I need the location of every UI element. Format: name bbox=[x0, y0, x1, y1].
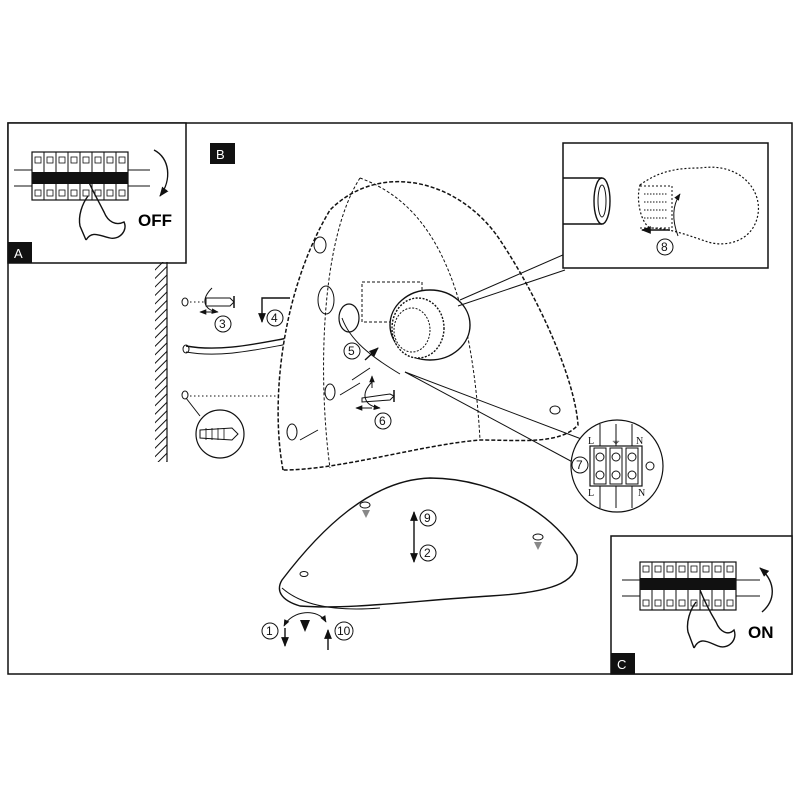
mains-cable bbox=[185, 337, 289, 349]
terminal-label-n-top: N bbox=[636, 436, 643, 447]
wall bbox=[155, 262, 168, 462]
step-9-marker: 9 bbox=[419, 509, 437, 527]
terminal-block-detail: L ⏚ N L N bbox=[570, 419, 664, 513]
screw-icon bbox=[181, 296, 235, 308]
hand-icon-c bbox=[686, 589, 736, 649]
curved-arrow-icon-c bbox=[759, 567, 773, 613]
outer-frame bbox=[7, 122, 793, 675]
svg-text:3: 3 bbox=[219, 317, 226, 331]
panel-b-letter: B bbox=[216, 147, 225, 162]
svg-text:2: 2 bbox=[424, 546, 431, 560]
step-1-marker: 1 bbox=[261, 622, 279, 640]
base-plate bbox=[278, 477, 578, 610]
terminal-label-n-bottom: N bbox=[638, 488, 645, 499]
terminal-label-l-top: L bbox=[588, 436, 594, 447]
step-5-marker: 5 bbox=[343, 342, 361, 360]
step-2-marker: 2 bbox=[419, 544, 437, 562]
panel-a-letter: A bbox=[14, 246, 23, 261]
hand-icon bbox=[78, 179, 126, 241]
step-6-marker: 6 bbox=[374, 412, 392, 430]
svg-text:9: 9 bbox=[424, 511, 431, 525]
svg-text:7: 7 bbox=[576, 458, 583, 472]
panel-c-tag bbox=[611, 653, 635, 674]
panel-b-tag bbox=[210, 143, 235, 164]
svg-text:6: 6 bbox=[379, 414, 386, 428]
svg-text:5: 5 bbox=[348, 344, 355, 358]
breaker-icon bbox=[14, 151, 150, 201]
bulb-icon bbox=[637, 166, 760, 245]
terminal-label-l-bottom: L bbox=[588, 488, 594, 499]
on-label: ON bbox=[748, 623, 774, 642]
wall-plug-icon bbox=[185, 397, 245, 459]
step-10-marker: 10 bbox=[334, 621, 354, 641]
off-label: OFF bbox=[138, 211, 172, 230]
panel-a-tag bbox=[8, 242, 32, 263]
svg-text:10: 10 bbox=[337, 624, 351, 638]
step-4-marker: 4 bbox=[266, 309, 284, 327]
step-3-marker: 3 bbox=[214, 315, 232, 333]
svg-text:1: 1 bbox=[266, 624, 273, 638]
lamp-socket-icon bbox=[338, 281, 471, 375]
step-7-marker: 7 bbox=[571, 456, 589, 474]
step-8-marker: 8 bbox=[656, 238, 674, 256]
svg-text:8: 8 bbox=[661, 240, 668, 254]
ground-symbol-icon: ⏚ bbox=[611, 435, 621, 447]
panel-a: A bbox=[7, 122, 187, 264]
panel-c-letter: C bbox=[617, 657, 626, 672]
panel-c: C bbox=[610, 535, 793, 675]
svg-text:4: 4 bbox=[271, 311, 278, 325]
breaker-icon-c bbox=[622, 561, 760, 611]
screw-icon-lower bbox=[361, 390, 395, 403]
curved-arrow-icon bbox=[153, 149, 169, 197]
